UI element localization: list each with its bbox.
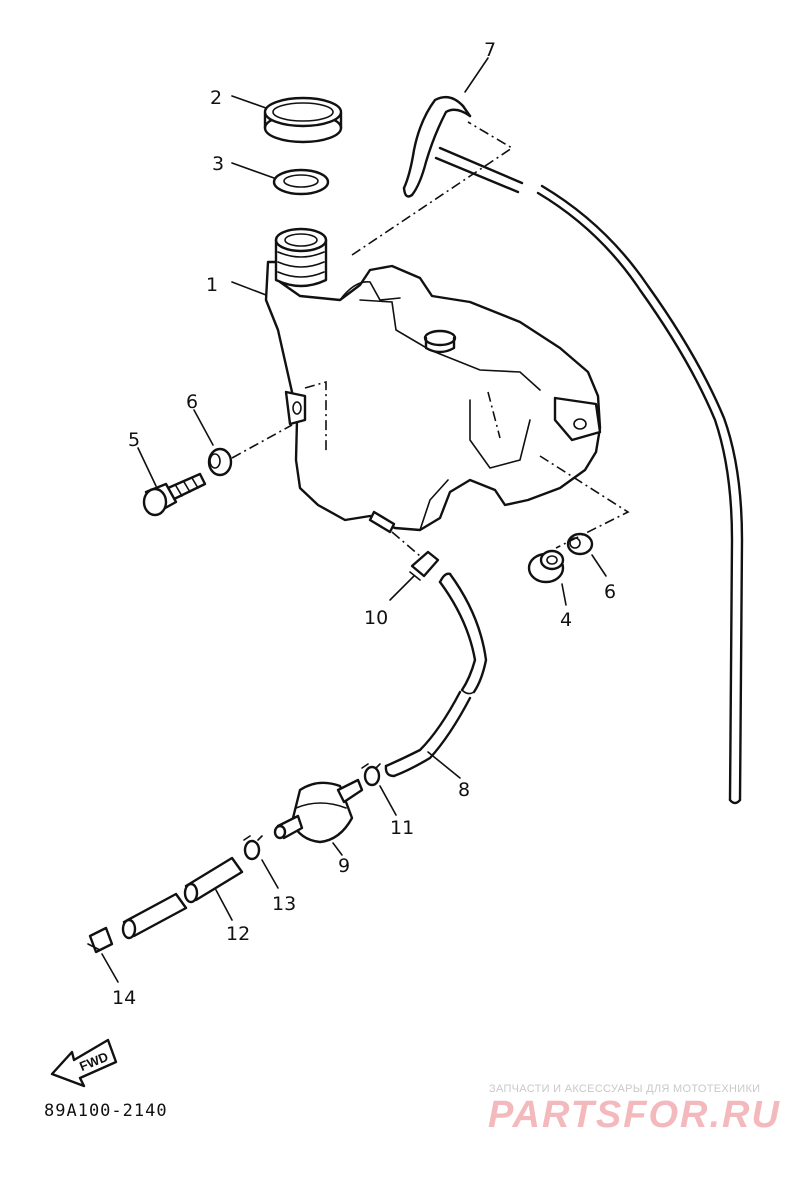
callout-12: 12 bbox=[226, 923, 250, 945]
leader-12 bbox=[215, 889, 233, 921]
callout-3: 3 bbox=[212, 153, 224, 175]
leader-7 bbox=[464, 57, 489, 93]
leader-8 bbox=[427, 751, 461, 779]
callout-9: 9 bbox=[338, 855, 350, 877]
leader-6-left bbox=[193, 409, 214, 446]
part-bolt bbox=[142, 472, 207, 517]
callout-2: 2 bbox=[210, 87, 222, 109]
part-hose-sections bbox=[121, 856, 244, 940]
part-clip-10 bbox=[409, 550, 440, 581]
leader-5 bbox=[137, 447, 157, 487]
part-breather-hose bbox=[402, 95, 744, 805]
dash-tank-to-hose7 bbox=[351, 121, 514, 256]
callout-11: 11 bbox=[390, 817, 414, 839]
part-cap bbox=[263, 96, 343, 144]
leader-1 bbox=[231, 281, 267, 296]
leader-6-right bbox=[591, 554, 607, 577]
callout-1: 1 bbox=[206, 274, 218, 296]
leader-4 bbox=[561, 583, 567, 606]
callout-7: 7 bbox=[484, 39, 496, 61]
part-clamp-11 bbox=[361, 763, 381, 787]
leader-9 bbox=[332, 842, 343, 856]
leader-14 bbox=[101, 953, 119, 983]
part-hose bbox=[384, 572, 488, 778]
dash-ear-to-grommet bbox=[539, 455, 630, 549]
part-valve bbox=[273, 778, 364, 844]
part-collar-left bbox=[207, 447, 233, 477]
watermark-logo: PARTSFOR.RU bbox=[488, 1094, 781, 1136]
part-tank bbox=[264, 227, 602, 534]
dash-collar-to-ear bbox=[231, 424, 293, 459]
dash-nipple-to-clip bbox=[391, 531, 421, 557]
callout-10: 10 bbox=[364, 607, 388, 629]
part-collar-right bbox=[566, 532, 594, 556]
callout-5: 5 bbox=[128, 429, 140, 451]
diagram-code: 89A100-2140 bbox=[44, 1101, 168, 1121]
part-grommet bbox=[527, 549, 565, 584]
callout-4: 4 bbox=[560, 609, 572, 631]
callout-14: 14 bbox=[112, 987, 136, 1009]
part-clamp-13 bbox=[243, 835, 263, 861]
leader-11 bbox=[379, 785, 397, 816]
callout-8: 8 bbox=[458, 779, 470, 801]
part-gasket bbox=[272, 168, 330, 196]
leader-2 bbox=[231, 95, 267, 109]
watermark-tagline: ЗАПЧАСТИ И АКСЕССУАРЫ ДЛЯ МОТОТЕХНИКИ bbox=[489, 1083, 761, 1095]
leader-13 bbox=[261, 859, 279, 889]
callout-13: 13 bbox=[272, 893, 296, 915]
part-clip-14 bbox=[87, 926, 114, 954]
fwd-arrow-icon: FWD bbox=[50, 1038, 118, 1088]
leader-3 bbox=[231, 162, 275, 179]
leader-10 bbox=[389, 575, 415, 601]
callout-6-right: 6 bbox=[604, 581, 616, 603]
callout-labels: 1 2 3 4 5 6 6 7 8 9 10 11 12 13 14 bbox=[112, 39, 616, 1009]
callout-6-left: 6 bbox=[186, 391, 198, 413]
